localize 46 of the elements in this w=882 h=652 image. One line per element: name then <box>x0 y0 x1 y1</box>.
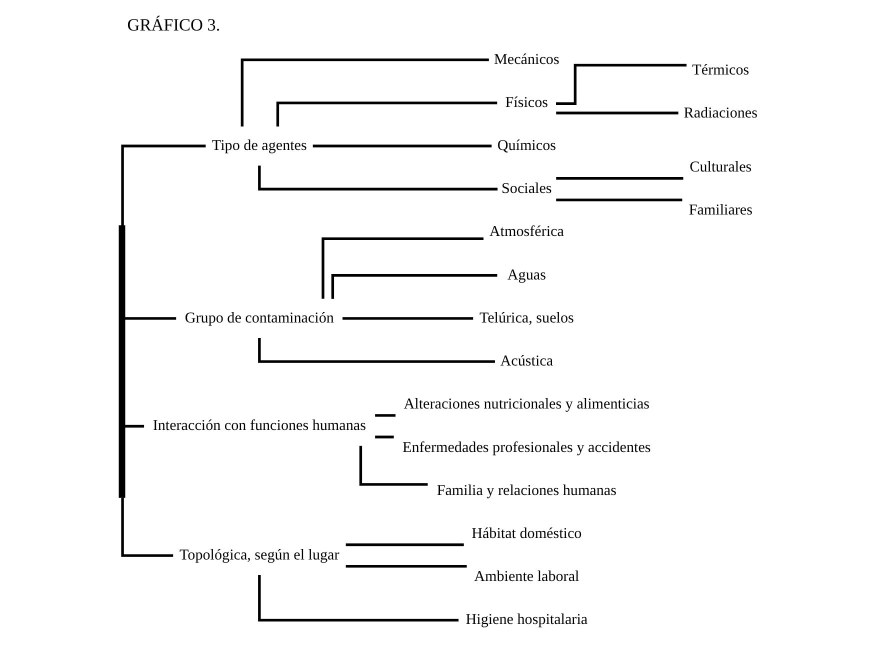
node-text: Interacción con funciones humanas <box>152 418 366 434</box>
connector <box>375 414 396 417</box>
connector <box>375 436 394 438</box>
connector <box>121 498 174 557</box>
connector <box>556 198 682 202</box>
node-text: Alteraciones nutricionales y alimenticias <box>404 396 650 413</box>
node-text: Enfermedades profesionales y accidentes <box>402 440 651 456</box>
node-text: Sociales <box>502 181 552 198</box>
diagram-title: GRÁFICO 3. <box>127 16 220 34</box>
node-text: Físicos <box>505 94 548 111</box>
node-text: Topológica, según el lugar <box>180 548 340 564</box>
connector <box>240 58 489 126</box>
node-text: Radiaciones <box>684 106 758 122</box>
connector <box>124 424 144 428</box>
connector <box>258 166 498 190</box>
connector <box>556 64 687 105</box>
node-text: Químicos <box>497 138 556 154</box>
node-text: Acústica <box>500 354 554 370</box>
node-text: Grupo de contaminación <box>184 310 334 326</box>
connector <box>312 144 492 148</box>
node-text: Higiene hospitalaria <box>466 612 588 628</box>
connector <box>124 317 176 320</box>
node-text: Ambiente laboral <box>474 569 580 586</box>
node-text: Atmosférica <box>489 224 564 240</box>
node-text: Térmicos <box>692 62 750 79</box>
node-text: Mecánicos <box>494 52 560 68</box>
connector <box>258 338 495 363</box>
connector <box>346 543 464 546</box>
node-text: Familia y relaciones humanas <box>436 482 616 499</box>
connector <box>556 177 684 180</box>
node-text: Aguas <box>507 267 546 284</box>
connector <box>331 274 498 299</box>
connector <box>121 144 206 226</box>
connector <box>346 564 467 568</box>
node-text: Tipo de agentes <box>212 138 307 154</box>
connector <box>322 237 484 299</box>
node-text: Hábitat doméstico <box>472 526 582 542</box>
connector <box>342 317 474 320</box>
node-text: Telúrica, suelos <box>479 310 574 326</box>
node-text: Familiares <box>688 202 752 219</box>
node-text: Culturales <box>690 160 752 176</box>
connector <box>276 102 498 126</box>
connector <box>258 574 459 622</box>
node-bar <box>118 225 126 498</box>
connector <box>556 112 678 114</box>
connector <box>359 446 428 486</box>
